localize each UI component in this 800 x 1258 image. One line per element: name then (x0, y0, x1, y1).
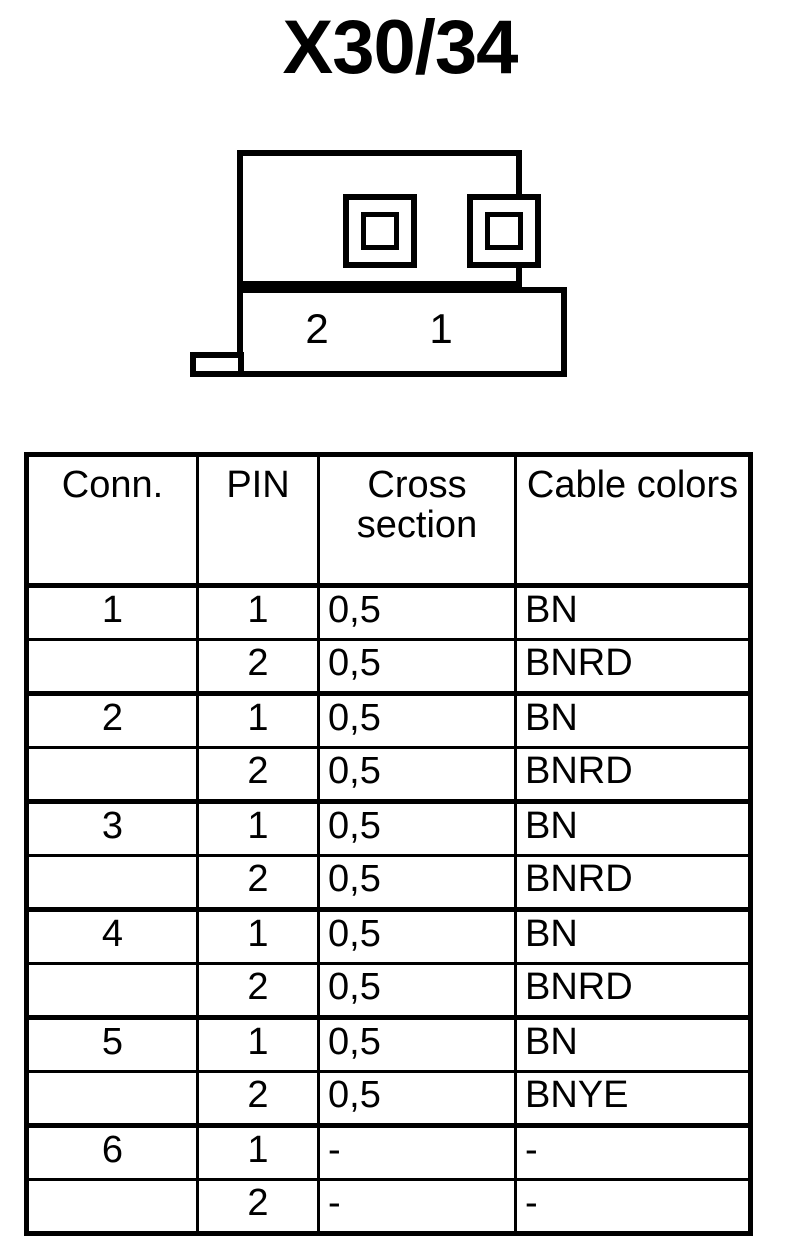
cell-pin: 2 (196, 1070, 320, 1127)
cell-conn (25, 1070, 199, 1127)
cell-pin: 2 (196, 962, 320, 1019)
pin-socket-1-inner (485, 212, 523, 250)
cell-cross_section: 0,5 (317, 799, 517, 857)
cell-cable_colors: BNRD (514, 854, 752, 911)
pin-socket-2 (343, 194, 417, 268)
cell-conn: 5 (25, 1015, 199, 1073)
column-header-cross-section: Cross section (317, 453, 517, 588)
cell-conn: 1 (25, 583, 199, 641)
connector-latch-tab (190, 352, 244, 377)
cell-pin: 1 (196, 1123, 320, 1181)
column-header-conn: Conn. (25, 453, 199, 588)
connector-diagram: 2 1 (180, 140, 580, 390)
cell-conn (25, 962, 199, 1019)
cell-conn (25, 638, 199, 695)
cell-pin: 2 (196, 638, 320, 695)
cell-pin: 2 (196, 1178, 320, 1236)
column-header-pin: PIN (196, 453, 320, 588)
cell-cross_section: 0,5 (317, 1015, 517, 1073)
cell-conn (25, 746, 199, 803)
connector-lower-housing (237, 287, 567, 377)
cell-cross_section: 0,5 (317, 638, 517, 695)
cell-pin: 1 (196, 907, 320, 965)
cell-cross_section: 0,5 (317, 583, 517, 641)
cell-cable_colors: BN (514, 1015, 752, 1073)
cell-conn: 3 (25, 799, 199, 857)
cell-pin: 1 (196, 691, 320, 749)
cell-cable_colors: BNRD (514, 962, 752, 1019)
cell-cross_section: 0,5 (317, 1070, 517, 1127)
cell-pin: 1 (196, 1015, 320, 1073)
cell-pin: 1 (196, 799, 320, 857)
cell-pin: 2 (196, 854, 320, 911)
cell-cross_section: 0,5 (317, 907, 517, 965)
cell-cable_colors: BNYE (514, 1070, 752, 1127)
cell-conn (25, 1178, 199, 1236)
cell-pin: 1 (196, 583, 320, 641)
cell-conn (25, 854, 199, 911)
cell-conn: 6 (25, 1123, 199, 1181)
cell-cable_colors: BNRD (514, 746, 752, 803)
pin-socket-1 (467, 194, 541, 268)
cell-cross_section: - (317, 1178, 517, 1236)
cell-cable_colors: BN (514, 907, 752, 965)
page-title: X30/34 (282, 5, 519, 90)
cell-cable_colors: BN (514, 799, 752, 857)
cell-cross_section: 0,5 (317, 746, 517, 803)
cell-pin: 2 (196, 746, 320, 803)
cell-cable_colors: - (514, 1123, 752, 1181)
connector-pin-label-1: 1 (429, 305, 453, 352)
table-header-row: Conn. PIN Cross section Cable colors (25, 453, 752, 588)
connector-pin-label-2: 2 (305, 305, 329, 352)
cell-cross_section: - (317, 1123, 517, 1181)
column-header-cable-colors: Cable colors (514, 453, 752, 588)
pin-socket-2-inner (361, 212, 399, 250)
cell-cable_colors: BNRD (514, 638, 752, 695)
cell-conn: 2 (25, 691, 199, 749)
cell-cross_section: 0,5 (317, 854, 517, 911)
cell-cable_colors: BN (514, 691, 752, 749)
cell-cable_colors: - (514, 1178, 752, 1236)
cell-conn: 4 (25, 907, 199, 965)
connector-upper-housing (237, 150, 541, 287)
cell-cross_section: 0,5 (317, 691, 517, 749)
cell-cross_section: 0,5 (317, 962, 517, 1019)
table-row: 2-- (25, 1178, 752, 1236)
cell-cable_colors: BN (514, 583, 752, 641)
